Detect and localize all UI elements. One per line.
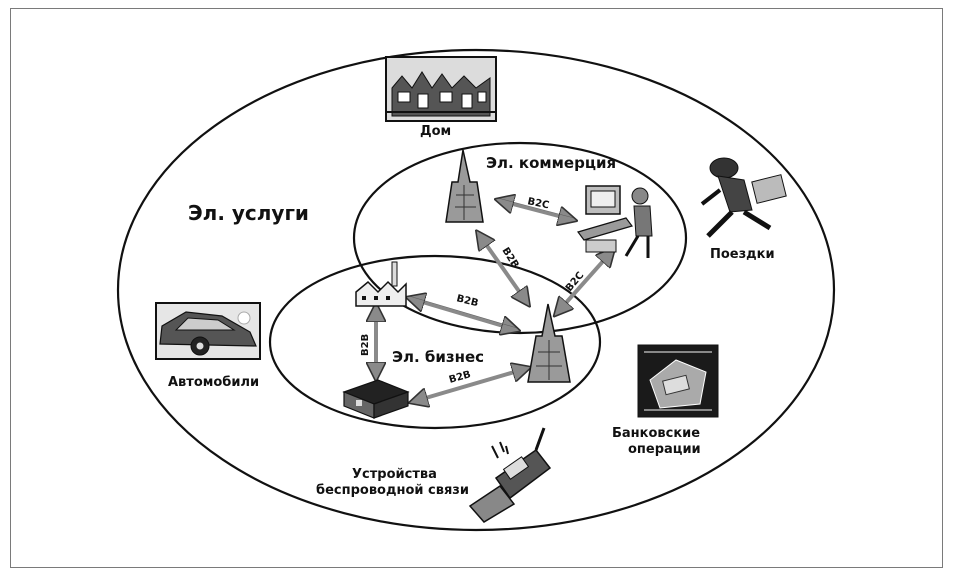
ellipse-ebusiness — [268, 254, 602, 430]
label-wireless-1: Устройства — [352, 467, 437, 482]
label-banking-1: Банковские — [612, 426, 700, 441]
arrow-b2b-factory — [409, 298, 517, 330]
link-label-b2c-top: B2C — [526, 196, 550, 211]
skyscraper-icon-center — [527, 303, 571, 383]
label-e-services: Эл. услуги — [188, 201, 309, 225]
label-wireless-2: беспроводной связи — [316, 483, 469, 498]
arrow-b2b-bottom — [412, 368, 528, 402]
outer-ellipse-services — [116, 48, 836, 532]
home-icon — [385, 56, 497, 122]
label-e-commerce: Эл. коммерция — [486, 154, 616, 172]
label-banking-2: операции — [628, 442, 701, 457]
label-travel: Поездки — [710, 247, 775, 262]
factory-icon — [355, 261, 407, 307]
computer-user-icon — [577, 185, 653, 258]
skyscraper-icon-top — [445, 149, 484, 223]
car-icon — [155, 302, 261, 360]
link-label-b2b-factory: B2B — [455, 293, 479, 309]
diagram-frame — [10, 8, 943, 568]
warehouse-icon — [342, 379, 410, 419]
label-cars: Автомобили — [168, 375, 259, 390]
mobile-phone-icon — [468, 427, 552, 523]
label-home: Дом — [420, 124, 451, 139]
arrows — [376, 200, 613, 402]
link-label-b2b-vertical: B2B — [360, 334, 371, 356]
label-e-business: Эл. бизнес — [392, 348, 484, 366]
arrow-b2c-top — [498, 200, 574, 220]
arrow-b2c-right — [556, 250, 613, 314]
arrow-outlines — [408, 197, 575, 329]
cash-register-icon — [637, 344, 719, 418]
traveler-icon — [700, 157, 787, 238]
